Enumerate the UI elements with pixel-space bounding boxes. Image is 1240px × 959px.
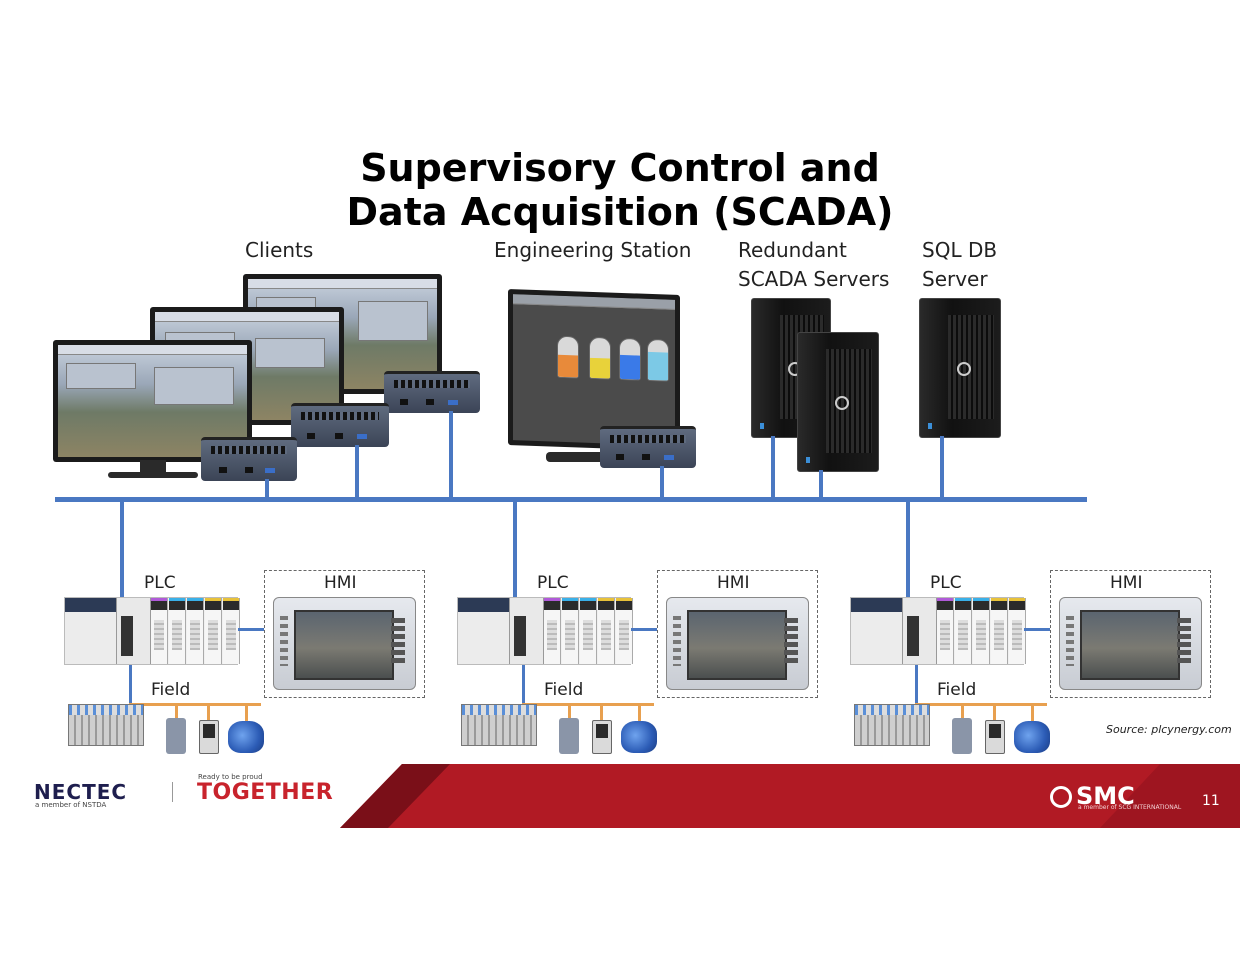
- field-drop-drive-2: [600, 703, 603, 721]
- source-credit: Source: plcynergy.com: [1106, 723, 1232, 736]
- client-monitor-base: [108, 472, 198, 478]
- remote-io-1: [68, 704, 144, 746]
- clients-label: Clients: [245, 238, 314, 262]
- hmi-label-3: HMI: [1110, 573, 1143, 593]
- bus-drop-plc-2: [513, 500, 517, 598]
- field-bus-2: [522, 703, 654, 706]
- plc-field-drop-2: [522, 665, 525, 705]
- smc-logo-icon: [1050, 786, 1072, 808]
- nectec-logo: NECTEC: [34, 780, 128, 804]
- hmi-panel-2: [666, 597, 809, 690]
- bus-drop-client-2: [355, 445, 359, 499]
- smc-logo: SMC: [1076, 782, 1135, 810]
- bus-drop-plc-3: [906, 500, 910, 598]
- plc-hmi-link-1: [238, 628, 264, 631]
- plc-field-drop-1: [129, 665, 132, 705]
- motor-3: [1014, 721, 1050, 753]
- control-valve-3: [952, 718, 972, 754]
- sql-label-line-1: SQL DB: [922, 238, 998, 262]
- redundant-label-line-2: SCADA Servers: [738, 267, 890, 291]
- field-label-1: Field: [151, 680, 191, 700]
- plc-rack-3: [850, 597, 1026, 665]
- scada-server-2: [797, 332, 879, 472]
- field-drop-motor-2: [638, 703, 641, 723]
- hmi-panel-1: [273, 597, 416, 690]
- field-drop-motor-3: [1031, 703, 1034, 723]
- plc-label-1: PLC: [144, 573, 176, 593]
- page-number: 11: [1202, 793, 1220, 809]
- remote-io-2: [461, 704, 537, 746]
- bus-drop-plc-1: [120, 500, 124, 598]
- plc-field-drop-3: [915, 665, 918, 705]
- hmi-frame-2: [657, 570, 818, 698]
- nectec-tagline: a member of NSTDA: [35, 801, 107, 809]
- engineering-station-label: Engineering Station: [494, 238, 692, 262]
- drive-1: [199, 720, 219, 754]
- hmi-frame-3: [1050, 570, 1211, 698]
- bus-drop-sql: [940, 436, 944, 499]
- field-drop-valve-1: [175, 703, 178, 719]
- field-drop-motor-1: [245, 703, 248, 723]
- footer-divider: [172, 782, 173, 802]
- engineering-monitor-stand: [546, 452, 616, 462]
- client-mini-pc-1: [201, 437, 297, 481]
- remote-io-3: [854, 704, 930, 746]
- slide-title: Supervisory Control and Data Acquisition…: [300, 146, 940, 234]
- sql-db-server: [919, 298, 1001, 438]
- client-monitor-stand: [140, 460, 166, 474]
- bus-drop-client-1: [265, 479, 269, 499]
- plc-rack-1: [64, 597, 240, 665]
- together-logo: TOGETHER: [197, 780, 334, 805]
- plc-hmi-link-3: [1024, 628, 1050, 631]
- motor-2: [621, 721, 657, 753]
- smc-tagline: a member of SCG INTERNATIONAL: [1078, 804, 1182, 811]
- title-line-1: Supervisory Control and: [360, 146, 880, 190]
- field-drop-drive-1: [207, 703, 210, 721]
- redundant-servers-label: Redundant SCADA Servers: [738, 236, 889, 294]
- hmi-frame-1: [264, 570, 425, 698]
- hmi-label-1: HMI: [324, 573, 357, 593]
- drive-3: [985, 720, 1005, 754]
- field-drop-drive-3: [993, 703, 996, 721]
- field-label-3: Field: [937, 680, 977, 700]
- engineering-mini-pc: [600, 426, 696, 468]
- bus-drop-engineering: [660, 466, 664, 499]
- title-line-2: Data Acquisition (SCADA): [346, 190, 894, 234]
- field-drop-valve-3: [961, 703, 964, 719]
- control-valve-1: [166, 718, 186, 754]
- hmi-panel-3: [1059, 597, 1202, 690]
- field-bus-1: [129, 703, 261, 706]
- drive-2: [592, 720, 612, 754]
- field-bus-3: [915, 703, 1047, 706]
- bus-drop-scada-1: [771, 436, 775, 499]
- plc-label-2: PLC: [537, 573, 569, 593]
- field-label-2: Field: [544, 680, 584, 700]
- client-mini-pc-2: [291, 403, 389, 447]
- field-drop-valve-2: [568, 703, 571, 719]
- sql-label-line-2: Server: [922, 267, 988, 291]
- bus-drop-client-3: [449, 411, 453, 499]
- sql-server-label: SQL DB Server: [922, 236, 997, 294]
- motor-1: [228, 721, 264, 753]
- client-mini-pc-3: [384, 371, 480, 413]
- network-bus: [55, 497, 1087, 502]
- plc-label-3: PLC: [930, 573, 962, 593]
- plc-hmi-link-2: [631, 628, 657, 631]
- bus-drop-scada-2: [819, 470, 823, 499]
- plc-rack-2: [457, 597, 633, 665]
- together-tagline: Ready to be proud: [198, 773, 263, 781]
- footer-red-band: [340, 764, 1240, 828]
- control-valve-2: [559, 718, 579, 754]
- redundant-label-line-1: Redundant: [738, 238, 847, 262]
- hmi-label-2: HMI: [717, 573, 750, 593]
